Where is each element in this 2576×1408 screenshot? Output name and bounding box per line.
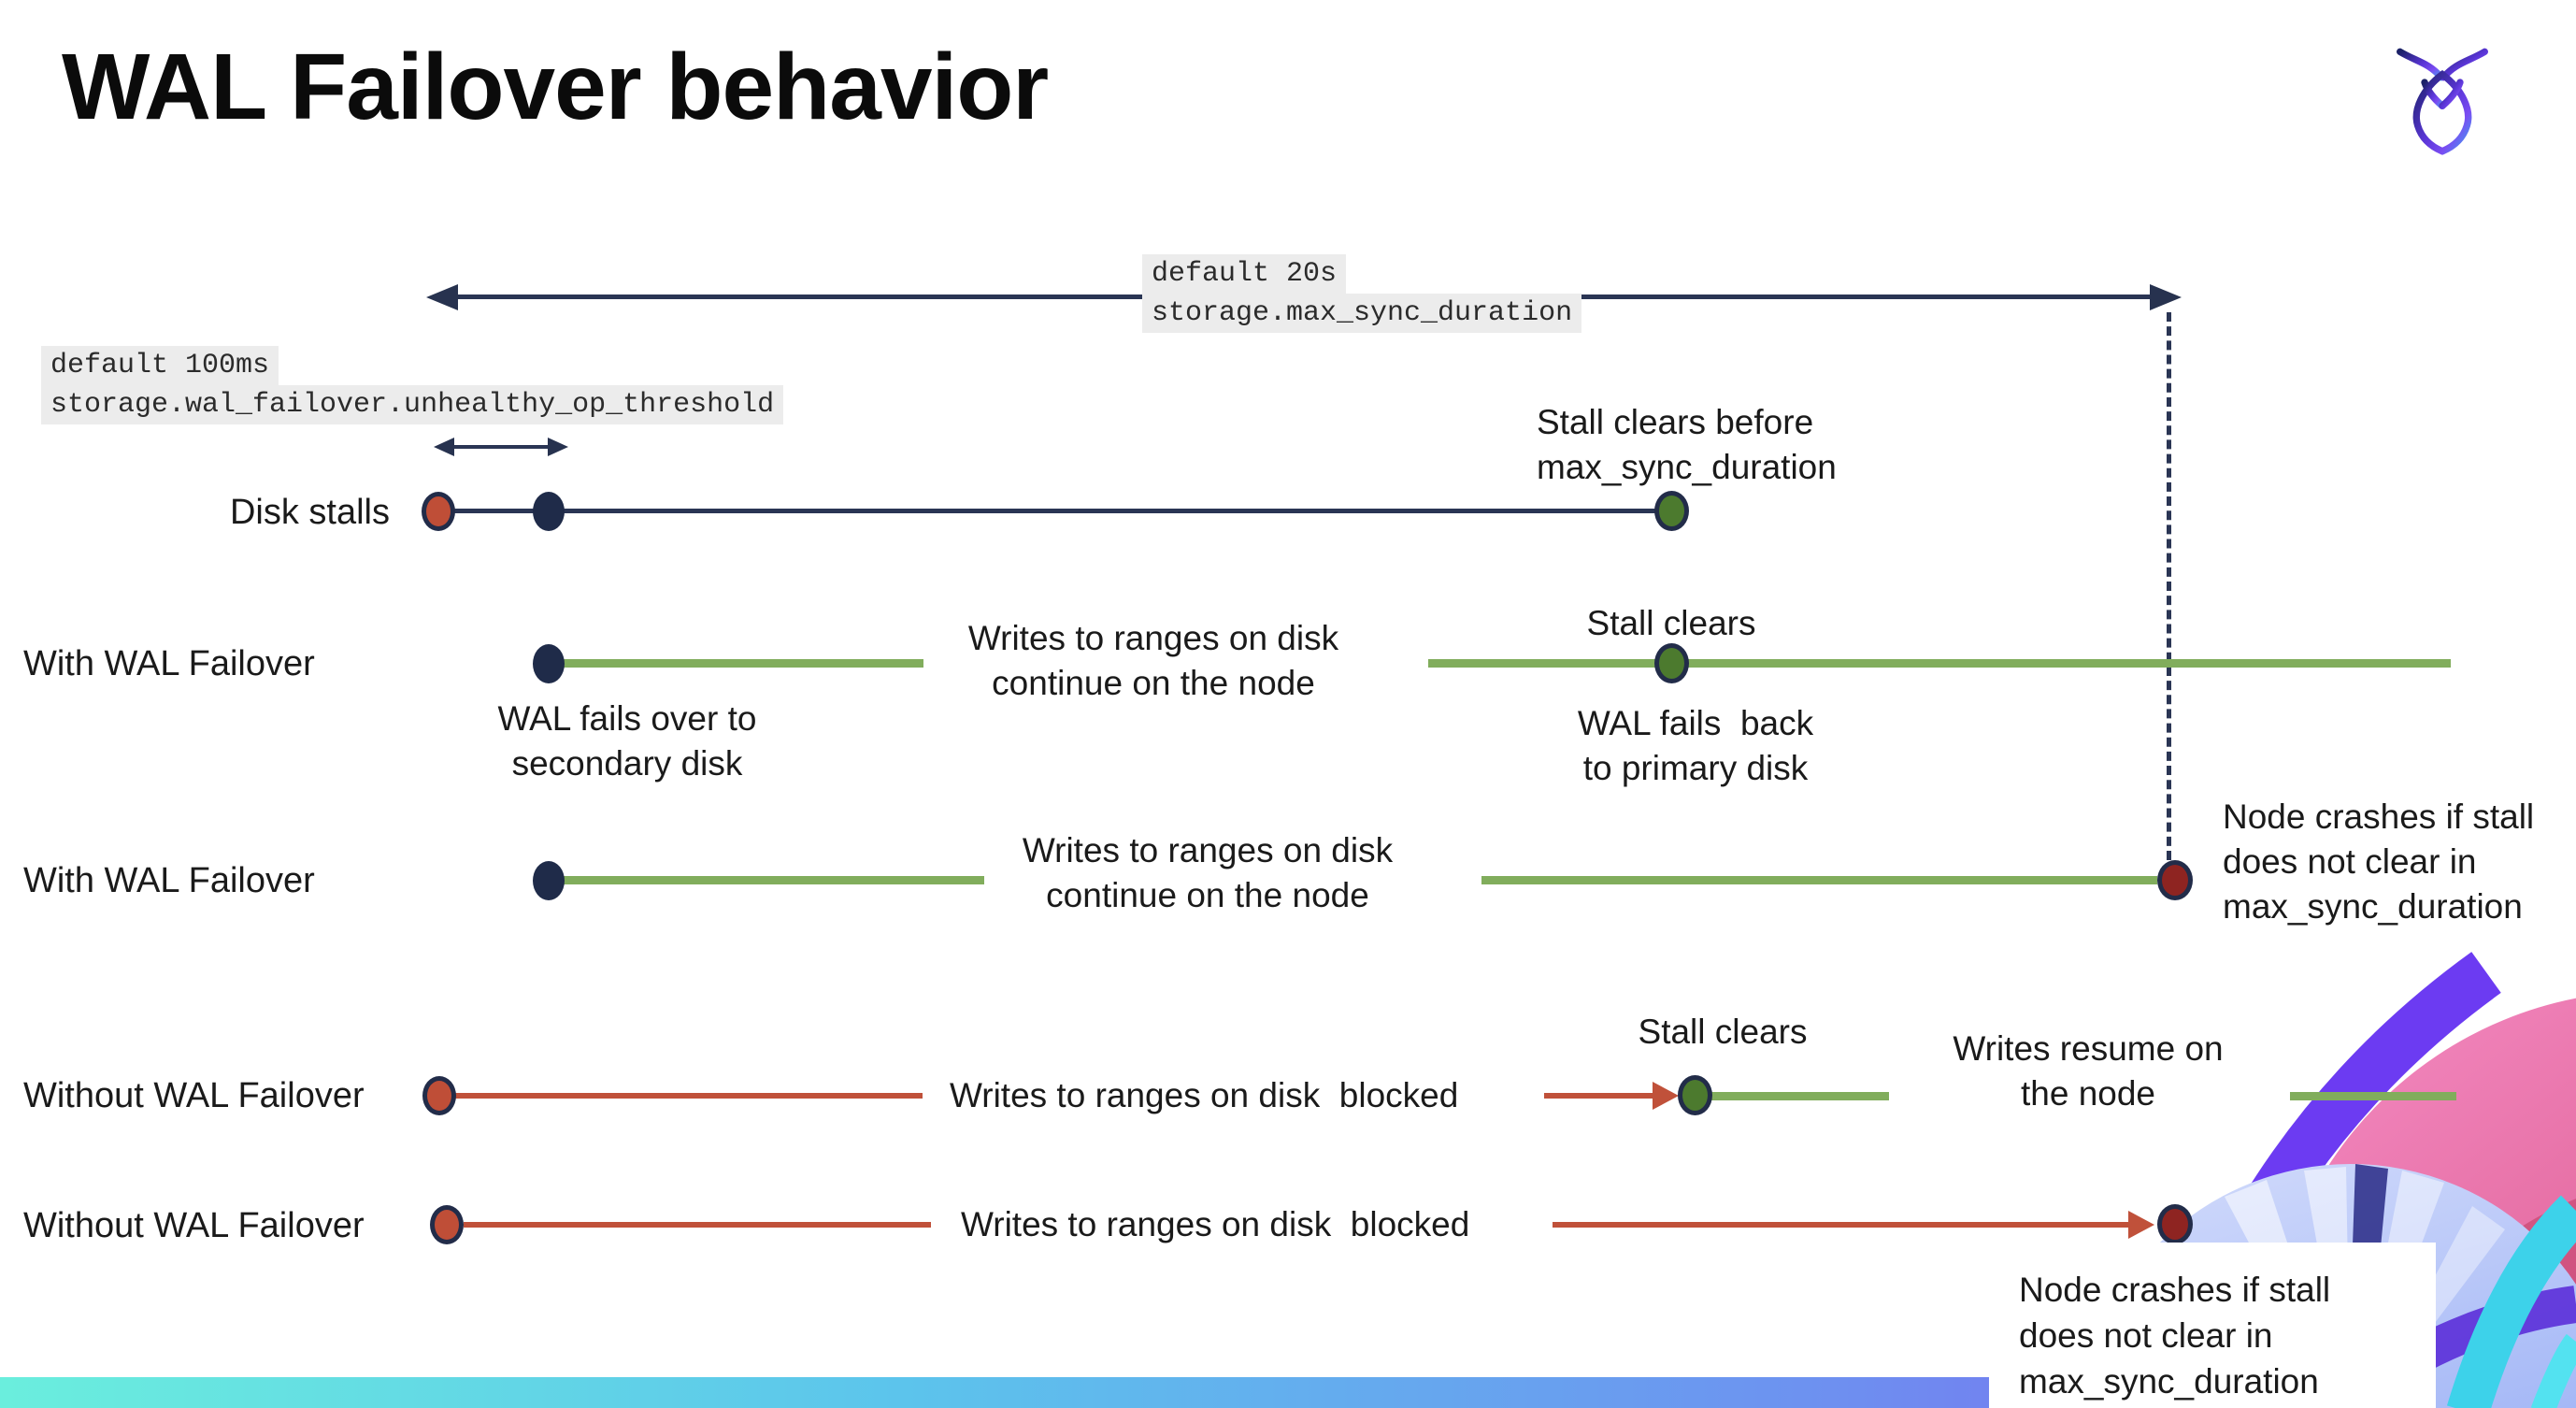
- stall-clears-dot: [1654, 491, 1689, 531]
- max-sync-deadline-dashed-line: [2167, 312, 2171, 860]
- node-crash-dot-2: [2157, 1204, 2193, 1244]
- disk-stall-dot-3: [430, 1205, 464, 1244]
- row-label-without-wal-failover-2: Without WAL Failover: [23, 1206, 365, 1245]
- failover-dot: [533, 644, 565, 683]
- writes-blocked-line-3: [464, 1222, 931, 1228]
- failover-dot-2: [533, 861, 565, 900]
- threshold-span-line: [451, 445, 550, 449]
- disk-stall-start-dot: [422, 492, 455, 531]
- writes-continue-line-3: [562, 876, 984, 884]
- wal-failback-annotation: WAL fails back to primary disk: [1577, 704, 1814, 787]
- cockroachdb-logo-icon: [2397, 48, 2488, 155]
- row-label-with-wal-failover: With WAL Failover: [23, 644, 315, 683]
- arrowhead-right-icon: [2128, 1211, 2154, 1239]
- arrowhead-right-icon: [2150, 284, 2182, 310]
- setting-name: storage.max_sync_duration: [1142, 294, 1582, 333]
- arrowhead-right-icon: [548, 438, 568, 456]
- writes-resume-line-2: [2290, 1092, 2456, 1100]
- failback-dot: [1654, 643, 1689, 683]
- node-crash-callout: Node crashes if stall does not clear in …: [1989, 1243, 2436, 1408]
- stall-clears-annotation-2: Stall clears: [1638, 1013, 1808, 1051]
- setting-default-value: default 20s: [1142, 254, 1347, 294]
- writes-blocked-annotation: Writes to ranges on disk blocked: [950, 1076, 1459, 1114]
- failover-threshold-dot: [533, 492, 565, 531]
- wal-failover-annotation: WAL fails over to secondary disk: [497, 699, 757, 783]
- writes-blocked-line-2: [1544, 1093, 1653, 1099]
- setting-name: storage.wal_failover.unhealthy_op_thresh…: [41, 385, 784, 424]
- setting-default-value: default 100ms: [41, 346, 279, 385]
- writes-resume-line: [1711, 1092, 1889, 1100]
- node-crash-dot: [2157, 860, 2193, 900]
- stall-clears-before-annotation: Stall clears before max_sync_duration: [1537, 403, 1837, 486]
- writes-continue-line-4: [1481, 876, 2157, 884]
- row-label-with-wal-failover-2: With WAL Failover: [23, 861, 315, 900]
- writes-blocked-line-4: [1553, 1222, 2128, 1228]
- row-label-disk-stalls: Disk stalls: [229, 493, 390, 532]
- writes-resume-annotation: Writes resume on the node: [1953, 1029, 2224, 1113]
- writes-continue-annotation: Writes to ranges on disk continue on the…: [967, 619, 1339, 702]
- arrowhead-left-icon: [434, 438, 454, 456]
- arrowhead-right-icon: [1653, 1082, 1679, 1110]
- disk-stall-dot-2: [422, 1076, 456, 1115]
- writes-continue-annotation-2: Writes to ranges on disk continue on the…: [1022, 831, 1394, 914]
- arrowhead-left-icon: [426, 284, 458, 310]
- node-crash-annotation-2: Node crashes if stall does not clear in …: [2019, 1271, 2331, 1401]
- stall-clears-annotation: Stall clears: [1586, 604, 1756, 642]
- page-title: WAL Failover behavior: [62, 35, 1049, 139]
- max-sync-duration-label: default 20s storage.max_sync_duration: [1142, 254, 1582, 333]
- row-label-without-wal-failover: Without WAL Failover: [23, 1076, 365, 1115]
- unhealthy-op-threshold-label: default 100ms storage.wal_failover.unhea…: [41, 346, 784, 424]
- writes-continue-line-2: [1428, 659, 2451, 668]
- writes-blocked-line: [455, 1093, 923, 1099]
- writes-continue-line: [562, 659, 923, 668]
- writes-blocked-annotation-2: Writes to ranges on disk blocked: [961, 1205, 1470, 1243]
- disk-stalls-timeline: [454, 509, 1662, 513]
- stall-clears-dot-2: [1678, 1075, 1712, 1115]
- node-crash-annotation: Node crashes if stall does not clear in …: [2223, 797, 2535, 926]
